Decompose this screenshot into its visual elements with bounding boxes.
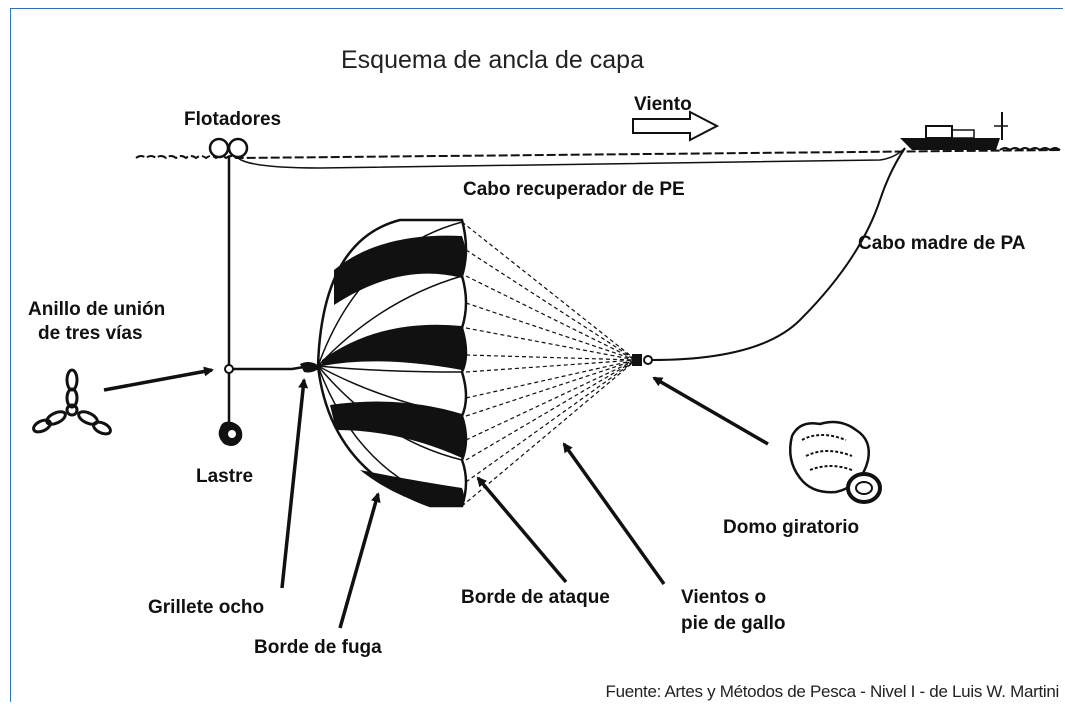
arrow-grillete	[280, 378, 309, 589]
label-borde-ataque: Borde de ataque	[461, 587, 610, 608]
boat-icon	[900, 112, 1008, 150]
three-way-ring	[224, 364, 234, 374]
arrow-borde-fuga	[338, 492, 381, 629]
water-surface-right	[999, 147, 1061, 152]
parachute-canopy	[316, 218, 468, 508]
arrow-anillo	[103, 366, 214, 392]
shackle-icon	[300, 362, 320, 373]
floats-icon	[208, 137, 249, 159]
suspension-lines	[461, 221, 637, 507]
label-cabo-recuperador: Cabo recuperador de PE	[463, 179, 685, 200]
water-surface	[135, 149, 1061, 160]
label-vientos-line1: Vientos o	[681, 587, 767, 608]
label-domo: Domo giratorio	[723, 517, 860, 538]
arrow-domo	[652, 376, 769, 446]
swivel-illustration-icon	[789, 420, 882, 504]
label-vientos-line2: pie de gallo	[681, 613, 786, 634]
main-line	[651, 147, 906, 361]
arrow-vientos	[562, 442, 666, 586]
source-credit: Fuente: Artes y Métodos de Pesca - Nivel…	[605, 682, 1059, 701]
label-viento: Viento	[634, 94, 692, 115]
label-lastre: Lastre	[196, 466, 254, 487]
label-cabo-madre: Cabo madre de PA	[858, 233, 1026, 254]
label-grillete: Grillete ocho	[148, 597, 265, 618]
label-anillo-line2: de tres vías	[38, 323, 143, 344]
three-way-ring-icon	[32, 368, 112, 436]
label-flotadores: Flotadores	[184, 109, 282, 130]
ballast-icon	[218, 421, 243, 446]
swivel-icon	[632, 354, 653, 366]
recovery-line	[237, 147, 906, 169]
label-borde-fuga: Borde de fuga	[254, 637, 382, 658]
arrow-borde-ataque	[476, 476, 568, 584]
diagram-title: Esquema de ancla de capa	[341, 46, 644, 74]
wind-arrow-icon	[632, 110, 720, 142]
figure-frame	[10, 8, 1063, 702]
label-anillo-line1: Anillo de unión	[28, 299, 166, 320]
connector-line	[229, 364, 311, 371]
